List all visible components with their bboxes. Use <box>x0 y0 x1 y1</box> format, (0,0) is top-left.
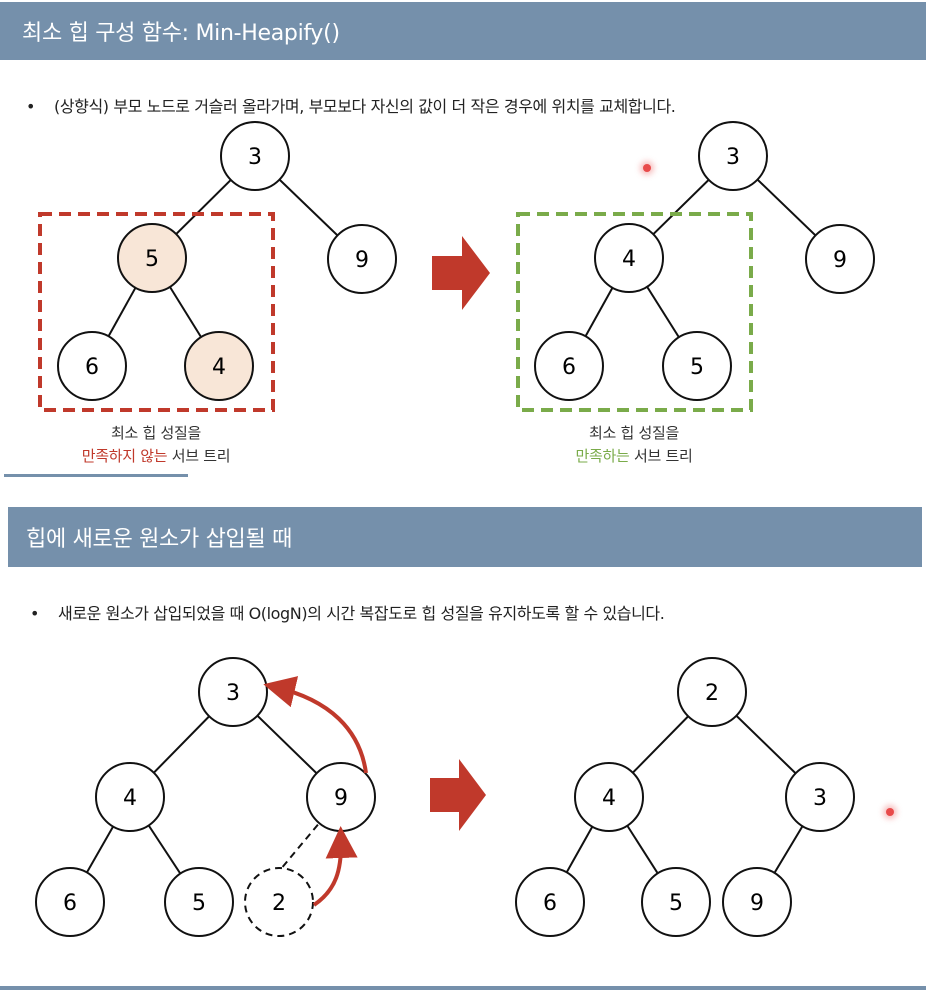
transform-arrow-icon <box>432 236 490 310</box>
svg-text:4: 4 <box>123 786 137 811</box>
svg-text:3: 3 <box>248 145 262 170</box>
svg-text:3: 3 <box>726 145 740 170</box>
bullet-dot: • <box>26 97 36 116</box>
swap-arrow-icon <box>312 826 358 907</box>
satisfied-subtree-box <box>516 212 753 412</box>
transform-arrow-icon <box>430 759 486 831</box>
svg-text:4: 4 <box>602 786 616 811</box>
divider-bar <box>4 474 188 477</box>
bullet-heap-insert: • 새로운 원소가 삽입되었을 때 O(logN)의 시간 복잡도로 힙 성질을 … <box>30 600 665 624</box>
node <box>327 224 397 294</box>
caption-unsatisfied-subtree: 최소 힙 성질을 만족하지 않는 서브 트리 <box>56 422 256 468</box>
svg-text:2: 2 <box>272 891 286 916</box>
node-highlighted <box>184 331 254 401</box>
svg-text:2: 2 <box>705 681 719 706</box>
bottom-divider-bar <box>0 986 926 990</box>
svg-text:5: 5 <box>145 247 159 272</box>
svg-text:9: 9 <box>355 248 369 273</box>
node <box>220 121 290 191</box>
svg-text:6: 6 <box>543 891 557 916</box>
section-title-min-heapify: 최소 힙 구성 함수: Min-Heapify() <box>0 2 926 60</box>
laser-pointer-dot <box>886 808 894 816</box>
bullet-text: 새로운 원소가 삽입되었을 때 O(logN)의 시간 복잡도로 힙 성질을 유… <box>58 604 665 623</box>
node-highlighted <box>117 223 187 293</box>
svg-text:3: 3 <box>226 681 240 706</box>
svg-text:9: 9 <box>334 786 348 811</box>
tree-after-heapify: 3 4 9 6 5 <box>516 121 875 412</box>
svg-text:4: 4 <box>212 355 226 380</box>
inserted-node <box>244 867 314 937</box>
bullet-min-heapify: • (상향식) 부모 노드로 거슬러 올라가며, 부모보다 자신의 값이 더 작은… <box>26 93 676 117</box>
bullet-dot: • <box>30 604 40 623</box>
svg-text:5: 5 <box>192 891 206 916</box>
section-title-text: 힙에 새로운 원소가 삽입될 때 <box>26 527 293 552</box>
tree-before-heapify: 3 5 9 6 4 <box>38 121 397 412</box>
tree-before-insert: 3 4 9 6 5 2 <box>35 657 376 937</box>
svg-text:5: 5 <box>669 891 683 916</box>
laser-pointer-dot <box>643 164 651 172</box>
unsatisfied-subtree-box <box>38 212 275 412</box>
svg-text:9: 9 <box>750 891 764 916</box>
swap-arrow-icon <box>263 676 368 774</box>
caption-emphasis: 만족하는 <box>575 447 630 465</box>
caption-satisfied-subtree: 최소 힙 성질을 만족하는 서브 트리 <box>534 422 734 468</box>
tree-after-insert: 2 4 3 6 5 9 <box>515 657 855 937</box>
node <box>57 331 127 401</box>
section-title-text: 최소 힙 구성 함수: Min-Heapify() <box>22 21 340 46</box>
bullet-text: (상향식) 부모 노드로 거슬러 올라가며, 부모보다 자신의 값이 더 작은 … <box>54 97 676 116</box>
svg-text:6: 6 <box>63 891 77 916</box>
svg-text:6: 6 <box>85 355 99 380</box>
svg-text:4: 4 <box>622 247 636 272</box>
caption-line1: 최소 힙 성질을 <box>111 424 201 442</box>
caption-line1: 최소 힙 성질을 <box>589 424 679 442</box>
caption-rest: 서브 트리 <box>167 447 231 465</box>
svg-text:5: 5 <box>690 355 704 380</box>
svg-text:9: 9 <box>833 248 847 273</box>
caption-emphasis: 만족하지 않는 <box>81 447 168 465</box>
svg-text:3: 3 <box>813 786 827 811</box>
svg-text:6: 6 <box>562 355 576 380</box>
caption-rest: 서브 트리 <box>629 447 693 465</box>
section-title-heap-insert: 힙에 새로운 원소가 삽입될 때 <box>8 507 922 567</box>
